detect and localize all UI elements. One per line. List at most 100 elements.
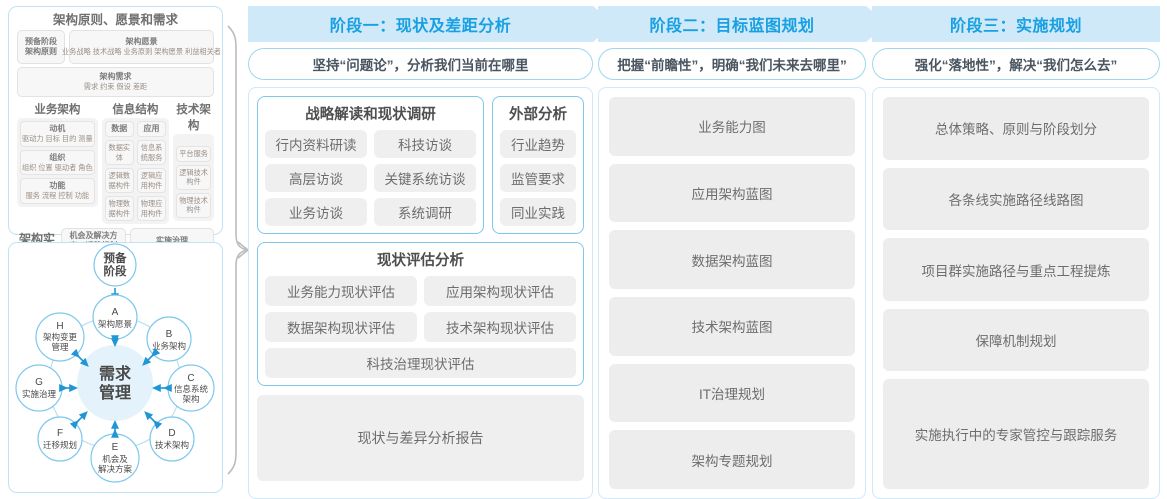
research-tile-internal-docs[interactable]: 行内资料研读 xyxy=(265,130,367,158)
adm-node-e-letter: E xyxy=(112,442,119,453)
framework-domain-columns: 业务架构 动机 驱动力 目标 目的 测量 组织 组织 位置 驱动者 角色 功能 xyxy=(17,101,214,224)
phase-1: 阶段一：现状及差距分析 坚持“问题论”，分析我们当前在哪里 战略解读和现状调研 … xyxy=(248,6,615,499)
adm-center-line1: 需求 xyxy=(99,364,132,383)
phase-3-header[interactable]: 阶段三：实施规划 xyxy=(872,6,1160,42)
evaluation-tile-tech-arch[interactable]: 技术架构现状评估 xyxy=(424,312,576,342)
evaluation-tile-application-arch[interactable]: 应用架构现状评估 xyxy=(424,276,576,306)
adm-node-h-label2: 管理 xyxy=(51,342,69,352)
gap-analysis-report-tile[interactable]: 现状与差异分析报告 xyxy=(257,395,584,481)
phase-3-item-line-roadmaps[interactable]: 各条线实施路径线路图 xyxy=(883,167,1149,231)
adm-node-d xyxy=(149,416,195,462)
external-analysis-section: 外部分析 行业趋势 监管要求 同业实践 xyxy=(492,96,584,234)
research-tile-system-survey[interactable]: 系统调研 xyxy=(374,198,476,226)
phase-3-item-program-roadmap[interactable]: 项目群实施路径与重点工程提炼 xyxy=(883,238,1149,301)
evaluation-tile-tech-governance[interactable]: 科技治理现状评估 xyxy=(265,348,576,378)
adm-node-g xyxy=(15,364,63,412)
phase-3-body: 总体策略、原则与阶段划分 各条线实施路径线路图 项目群实施路径与重点工程提炼 保… xyxy=(872,87,1160,499)
adm-node-g-letter: G xyxy=(35,377,43,388)
phase-1-header[interactable]: 阶段一：现状及差距分析 xyxy=(248,6,615,42)
research-row-3: 业务访谈 系统调研 xyxy=(265,198,476,226)
info-app-3-head: 物理应用构件 xyxy=(140,199,163,218)
phase-2-header[interactable]: 阶段二：目标蓝图规划 xyxy=(598,6,888,42)
info-app-3: 物理应用构件 xyxy=(136,196,167,221)
phase-3-item-overall-strategy[interactable]: 总体策略、原则与阶段划分 xyxy=(883,97,1149,160)
tech-cell-0-head: 平台服务 xyxy=(179,149,208,158)
adm-arrow-d xyxy=(144,411,163,430)
info-data-0-head: 数据 xyxy=(111,124,128,133)
info-app-1: 信息系统服务 xyxy=(136,140,167,165)
adm-node-e-label2: 解决方案 xyxy=(98,464,133,474)
research-tile-tech-interview[interactable]: 科技访谈 xyxy=(374,130,476,158)
research-row-1: 行内资料研读 科技访谈 xyxy=(265,130,476,158)
architecture-requirements-box: 架构需求 需求 约束 假设 差距 xyxy=(17,67,214,97)
phase-2-list: 业务能力图 应用架构蓝图 数据架构蓝图 技术架构蓝图 IT治理规划 架构专题规划 xyxy=(609,97,855,490)
phase-2-item-architecture-topic-plan[interactable]: 架构专题规划 xyxy=(609,430,855,490)
ba-cell-organization: 组织 组织 位置 驱动者 角色 xyxy=(20,149,95,175)
phase-2: 阶段二：目标蓝图规划 把握“前瞻性”，明确“我们未来去哪里” 业务能力图 应用架… xyxy=(598,6,888,499)
adm-node-f-label: 迁移规划 xyxy=(43,440,77,450)
ba-cell-function-sub: 服务 流程 控制 功能 xyxy=(25,191,90,200)
technology-architecture-title: 技术架构 xyxy=(176,104,211,132)
research-tile-key-system-interview[interactable]: 关键系统访谈 xyxy=(374,164,476,192)
adm-arrow-b xyxy=(142,347,161,366)
architecture-vision-box: 架构愿景 业务战略 技术战略 业务原则 架构愿景 利益相关者 xyxy=(62,30,221,64)
adm-node-d-label: 技术架构 xyxy=(155,440,189,450)
ba-cell-motivation: 动机 驱动力 目标 目的 测量 xyxy=(20,121,95,147)
technology-architecture-column: 技术架构 平台服务 逻辑技术构件 物理技术构件 xyxy=(173,101,214,224)
info-data-2: 逻辑数据构件 xyxy=(104,168,134,193)
phase-3-item-expert-oversight[interactable]: 实施执行中的专家管控与跟踪服务 xyxy=(883,379,1149,489)
tech-cell-1: 逻辑技术构件 xyxy=(176,164,211,190)
research-row-2: 高层访谈 关键系统访谈 xyxy=(265,164,476,192)
phase-3-subtitle: 强化“落地性”，解决“我们怎么去” xyxy=(872,48,1160,80)
info-data-1: 数据实体 xyxy=(104,140,134,165)
tech-cell-2: 物理技术构件 xyxy=(176,192,211,218)
architecture-requirements-items: 需求 约束 假设 差距 xyxy=(83,82,148,92)
implementation-governance-head: 实施治理 xyxy=(156,236,188,245)
adm-prelim-node xyxy=(93,243,137,287)
adm-node-b-label: 业务架构 xyxy=(152,341,186,351)
information-structure-column: 信息结构 数据 数据实体 逻辑数据构件 xyxy=(101,101,170,224)
external-analysis-title: 外部分析 xyxy=(509,107,567,123)
info-data-subcolumn: 数据 数据实体 逻辑数据构件 物理数据构件 xyxy=(104,121,134,221)
prelim-phase-box: 预备阶段 架构原则 xyxy=(17,30,65,64)
phase-2-item-it-governance-plan[interactable]: IT治理规划 xyxy=(609,363,855,423)
info-data-0: 数据 xyxy=(104,121,134,137)
adm-center-node xyxy=(77,345,153,421)
strategy-research-grid: 行内资料研读 科技访谈 高层访谈 关键系统访谈 业务访谈 系统调研 xyxy=(265,130,476,226)
phase-1-top-row: 战略解读和现状调研 行内资料研读 科技访谈 高层访谈 关键系统访谈 业务访谈 系 xyxy=(257,96,584,234)
external-tile-industry-trend[interactable]: 行业趋势 xyxy=(500,130,576,158)
phase-2-item-business-capability-map[interactable]: 业务能力图 xyxy=(609,97,855,156)
tech-cell-1-head: 逻辑技术构件 xyxy=(179,167,208,187)
adm-node-h-letter: H xyxy=(56,321,63,332)
phase-3-item-assurance-mechanism[interactable]: 保障机制规划 xyxy=(883,308,1149,372)
adm-cycle-diagram: 需求 管理 预备 阶段 A 架构愿景 B 业务架构 C xyxy=(15,243,215,483)
evaluation-tile-data-arch[interactable]: 数据架构现状评估 xyxy=(265,312,417,342)
external-tile-regulatory[interactable]: 监管要求 xyxy=(500,164,576,192)
phase-2-item-application-blueprint[interactable]: 应用架构蓝图 xyxy=(609,163,855,223)
research-tile-business-interview[interactable]: 业务访谈 xyxy=(265,198,367,226)
phase-3: 阶段三：实施规划 强化“落地性”，解决“我们怎么去” 总体策略、原则与阶段划分 … xyxy=(872,6,1160,499)
adm-node-c-label2: 架构 xyxy=(182,394,199,404)
adm-node-h-label1: 架构变更 xyxy=(43,332,78,342)
current-state-evaluation-section: 现状评估分析 业务能力现状评估 应用架构现状评估 数据架构现状评估 技术架构现状… xyxy=(257,242,584,386)
phase-3-header-label: 阶段三：实施规划 xyxy=(949,18,1082,35)
info-app-2: 逻辑应用构件 xyxy=(136,168,167,193)
external-tile-peer-practice[interactable]: 同业实践 xyxy=(500,198,576,226)
evaluation-tile-business-capability[interactable]: 业务能力现状评估 xyxy=(265,276,417,306)
info-app-subcolumn: 应用 信息系统服务 逻辑应用构件 物理应用构件 xyxy=(136,121,167,221)
architecture-vision-items: 业务战略 技术战略 业务原则 架构愿景 利益相关者 xyxy=(62,47,221,57)
phase-2-item-data-blueprint[interactable]: 数据架构蓝图 xyxy=(609,230,855,290)
info-app-1-head: 信息系统服务 xyxy=(140,143,163,162)
strategy-research-section: 战略解读和现状调研 行内资料研读 科技访谈 高层访谈 关键系统访谈 业务访谈 系 xyxy=(257,96,484,234)
research-tile-exec-interview[interactable]: 高层访谈 xyxy=(265,164,367,192)
ba-cell-motivation-sub: 驱动力 目标 目的 测量 xyxy=(22,134,93,143)
adm-node-d-letter: D xyxy=(168,428,175,439)
phase-2-item-technology-blueprint[interactable]: 技术架构蓝图 xyxy=(609,297,855,356)
ba-cell-function-head: 功能 xyxy=(49,181,66,190)
adm-node-c-letter: C xyxy=(187,373,194,384)
ba-cell-function: 功能 服务 流程 控制 功能 xyxy=(20,178,95,204)
phase-2-chevron-icon xyxy=(866,6,888,42)
togaf-content-framework-card: 架构原则、愿景和需求 预备阶段 架构原则 架构愿景 业务战略 技术战略 业务原则… xyxy=(8,6,223,264)
prelim-phase-line1: 预备阶段 xyxy=(25,37,57,46)
